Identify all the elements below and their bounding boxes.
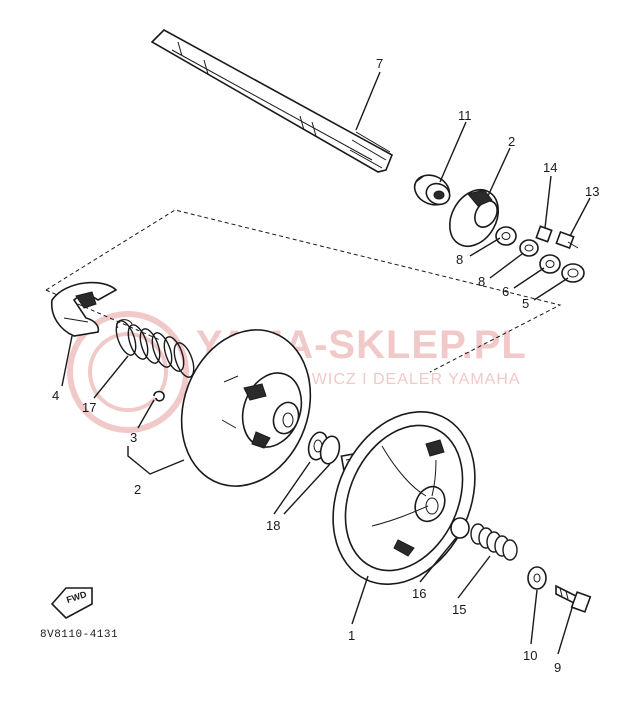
callout-9: 9 <box>554 660 561 675</box>
callout-labels: 7 11 2 14 13 8 8 6 5 4 17 3 2 18 16 15 1… <box>52 56 599 675</box>
washer-part-6 <box>539 254 561 274</box>
callout-10: 10 <box>523 648 537 663</box>
slider-part-16 <box>450 517 470 539</box>
callout-11: 11 <box>458 108 472 123</box>
callout-17: 17 <box>82 400 96 415</box>
movable-sheave-part-1 <box>332 410 476 586</box>
bolt-part-13 <box>555 230 579 250</box>
assembly-outline <box>45 209 562 373</box>
diagram-code: 8V8110-4131 <box>40 629 118 641</box>
callout-18: 18 <box>266 518 280 533</box>
washer-part-10 <box>527 566 547 590</box>
spring-part-17 <box>115 319 195 378</box>
fwd-arrow-icon: FWD <box>50 587 93 619</box>
seal-part-18 <box>307 431 341 465</box>
callout-2-left: 2 <box>134 482 141 497</box>
washer-part-8b <box>519 239 539 257</box>
bushing-part-11 <box>413 174 451 206</box>
callout-16: 16 <box>412 586 426 601</box>
callout-5: 5 <box>522 296 529 311</box>
callout-15: 15 <box>452 602 466 617</box>
washer-part-8a <box>495 226 517 246</box>
callout-3: 3 <box>130 430 137 445</box>
callout-7: 7 <box>376 56 383 71</box>
callout-6: 6 <box>502 284 509 299</box>
callout-2-top: 2 <box>508 134 515 149</box>
callout-1: 1 <box>348 628 355 643</box>
callout-8b: 8 <box>478 274 485 289</box>
callout-14: 14 <box>543 160 557 175</box>
leader-lines <box>61 71 591 655</box>
fixed-sheave <box>180 329 312 487</box>
spring-part-15 <box>470 523 518 561</box>
callout-4: 4 <box>52 388 59 403</box>
spring-seat-part-2 <box>448 188 500 248</box>
watermark-logo-icon <box>67 311 189 433</box>
callout-8a: 8 <box>456 252 463 267</box>
bolt-part-9 <box>555 584 592 613</box>
clip-part-3 <box>153 390 165 402</box>
nut-part-14 <box>535 225 553 243</box>
callout-13: 13 <box>585 184 599 199</box>
cam-part-4 <box>50 281 118 337</box>
shaft-part-7 <box>150 29 394 173</box>
